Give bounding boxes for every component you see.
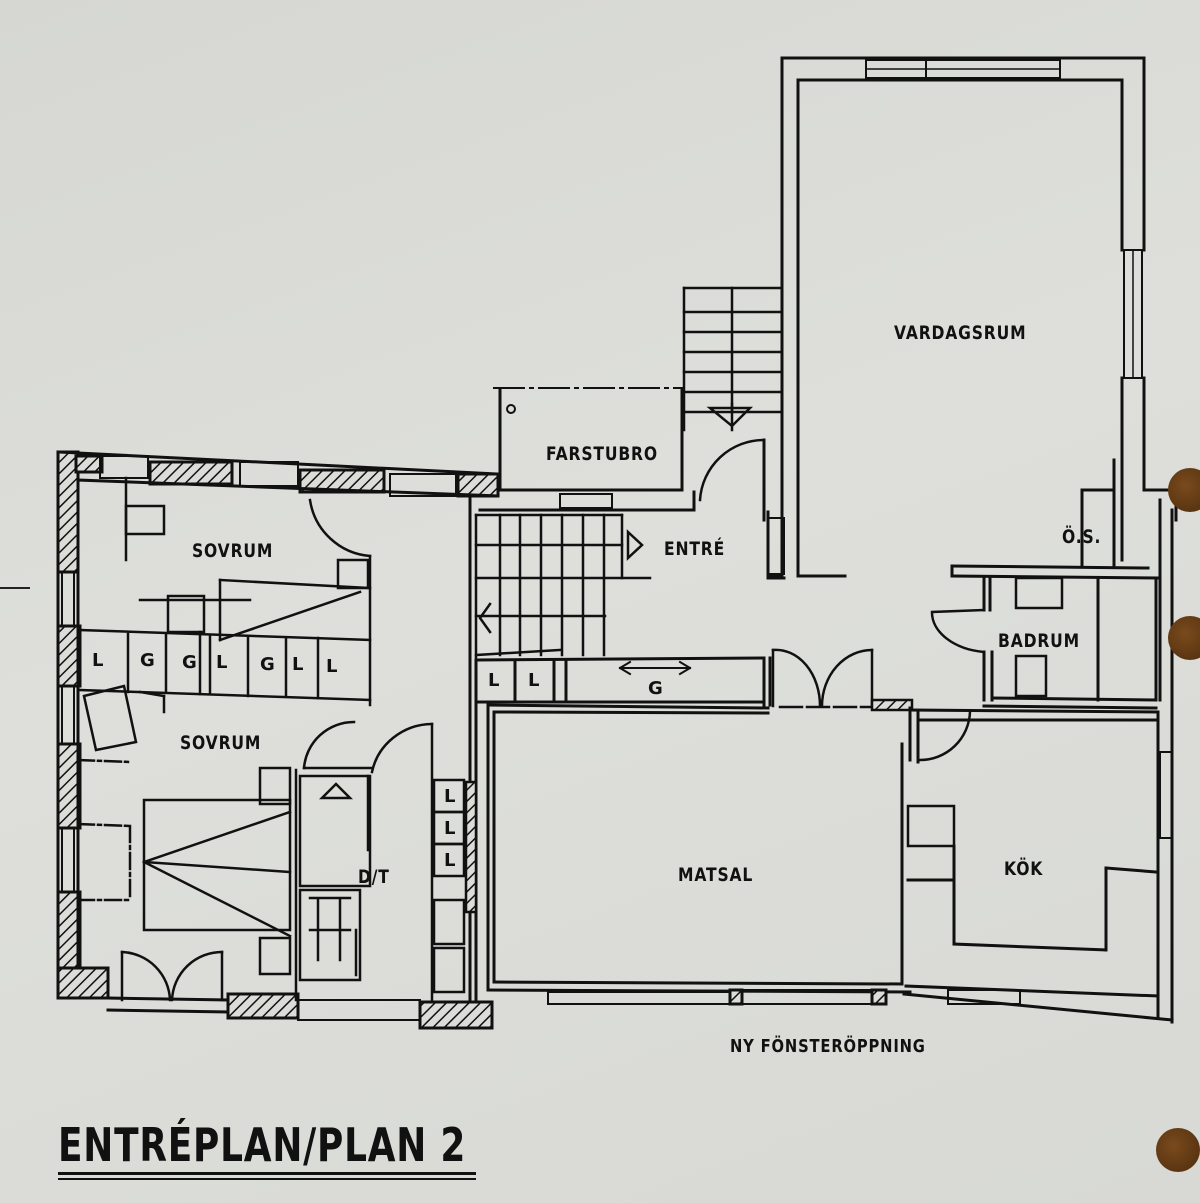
storage-label: L [444, 850, 457, 871]
hall-double-door [771, 648, 914, 712]
room-label-vardagsrum: VARDAGSRUM [894, 322, 1027, 344]
hall-storage [474, 656, 772, 707]
binder-hole [1168, 468, 1200, 512]
title-underline [58, 1172, 476, 1175]
storage-label: L [444, 818, 457, 839]
storage-label: L [488, 670, 501, 691]
room-label-sovrum-upper: SOVRUM [192, 540, 274, 562]
bedroom-wing-walls [56, 450, 500, 1030]
bedroom-wardrobe-row [78, 628, 372, 702]
kok-walls [902, 698, 1174, 1024]
storage-label: G [648, 678, 664, 699]
room-label-farstubro: FARSTUBRO [546, 443, 658, 465]
farstubro-walls [498, 388, 684, 509]
interior-stairs [474, 513, 652, 662]
room-label-os: Ö.S. [1062, 526, 1102, 548]
upper-bedroom-furniture [124, 476, 372, 707]
lower-bedroom-furniture [76, 684, 292, 1002]
storage-label: L [92, 650, 105, 671]
room-label-badrum: BADRUM [998, 630, 1080, 652]
entre-walls [478, 438, 786, 580]
room-label-entre: ENTRÉ [664, 538, 726, 560]
storage-label: G [140, 650, 156, 671]
storage-label: L [444, 786, 457, 807]
room-label-matsal: MATSAL [678, 864, 754, 886]
room-label-kok: KÖK [1004, 858, 1044, 880]
badrum-walls [930, 458, 1178, 710]
margin-tick [0, 587, 30, 589]
room-label-dt: D/T [358, 866, 390, 888]
storage-label: L [528, 670, 541, 691]
room-label-sovrum-lower: SOVRUM [180, 732, 262, 754]
matsal-walls [486, 703, 912, 1006]
storage-label: L [216, 652, 229, 673]
storage-label: L [292, 654, 305, 675]
dt-area [294, 720, 478, 1002]
storage-label: G [182, 652, 198, 673]
storage-label: L [326, 656, 339, 677]
annotation-new-window: NY FÖNSTERÖPPNING [730, 1036, 926, 1057]
binder-hole [1156, 1128, 1200, 1172]
exterior-stairs [682, 286, 782, 432]
binder-hole [1168, 616, 1200, 660]
drawing-title: ENTRÉPLAN/PLAN 2 [58, 1118, 467, 1172]
vardagsrum-walls [766, 56, 1146, 578]
title-underline-2 [58, 1178, 476, 1180]
storage-label: G [260, 654, 276, 675]
